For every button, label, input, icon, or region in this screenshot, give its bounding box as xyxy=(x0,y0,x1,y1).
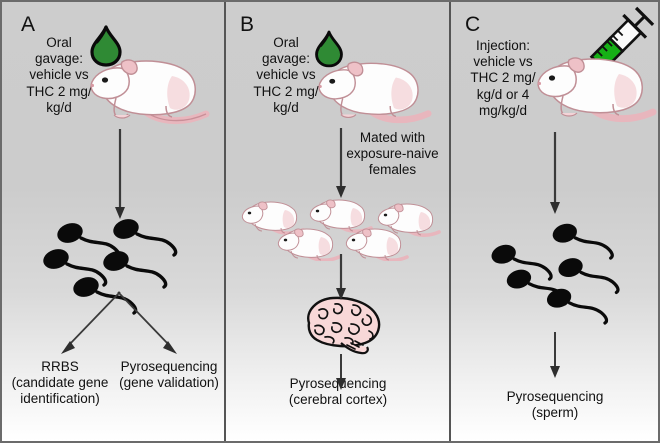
arrow-to-pyroseq-sperm xyxy=(547,332,563,380)
arrow-to-rrbs xyxy=(54,290,126,360)
offspring-rats-icon xyxy=(234,193,446,261)
rat-icon xyxy=(533,44,658,124)
panel-a: A Oral gavage: vehicle vs THC 2 mg/ kg/d xyxy=(2,2,224,441)
panel-c: C Injection: vehicle vs THC 2 mg/ kg/d o… xyxy=(451,2,658,441)
panel-b-top-caption: Oral gavage: vehicle vs THC 2 mg/ kg/d xyxy=(253,35,319,115)
mating-caption: Mated with exposure-naive females xyxy=(346,130,439,178)
brain-icon xyxy=(295,293,387,359)
rrbs-outcome: RRBS (candidate gene identification) xyxy=(11,359,109,407)
arrow-to-sperm xyxy=(112,129,128,221)
panel-a-top-caption: Oral gavage: vehicle vs THC 2 mg/ kg/d xyxy=(26,35,92,115)
arrow-to-brain xyxy=(333,254,349,302)
pyrosequencing-cerebral-cortex-outcome: Pyrosequencing (cerebral cortex) xyxy=(288,376,388,408)
rat-icon xyxy=(86,46,214,126)
droplet-icon xyxy=(88,25,124,67)
panel-b-letter: B xyxy=(240,13,255,36)
arrow-to-offspring xyxy=(333,128,349,200)
pyrosequencing-sperm-outcome: Pyrosequencing (sperm) xyxy=(506,389,604,421)
panel-divider-a-b xyxy=(224,2,226,441)
arrow-to-pyroseq xyxy=(112,290,184,360)
panel-divider-b-c xyxy=(449,2,451,441)
arrow-to-sperm xyxy=(547,132,563,216)
panel-a-letter: A xyxy=(21,13,36,36)
sperm-icon xyxy=(475,223,647,325)
panel-c-letter: C xyxy=(465,13,481,36)
rat-icon xyxy=(313,49,437,125)
droplet-icon xyxy=(313,30,345,68)
panel-c-top-caption: Injection: vehicle vs THC 2 mg/ kg/d or … xyxy=(470,38,536,118)
panel-b: B Oral gavage: vehicle vs THC 2 mg/ kg/d xyxy=(226,2,449,441)
pyrosequencing-gene-validation-outcome: Pyrosequencing (gene validation) xyxy=(119,359,219,391)
sperm-icon xyxy=(26,216,206,315)
arrow-to-pyroseq-cortex xyxy=(333,354,349,392)
